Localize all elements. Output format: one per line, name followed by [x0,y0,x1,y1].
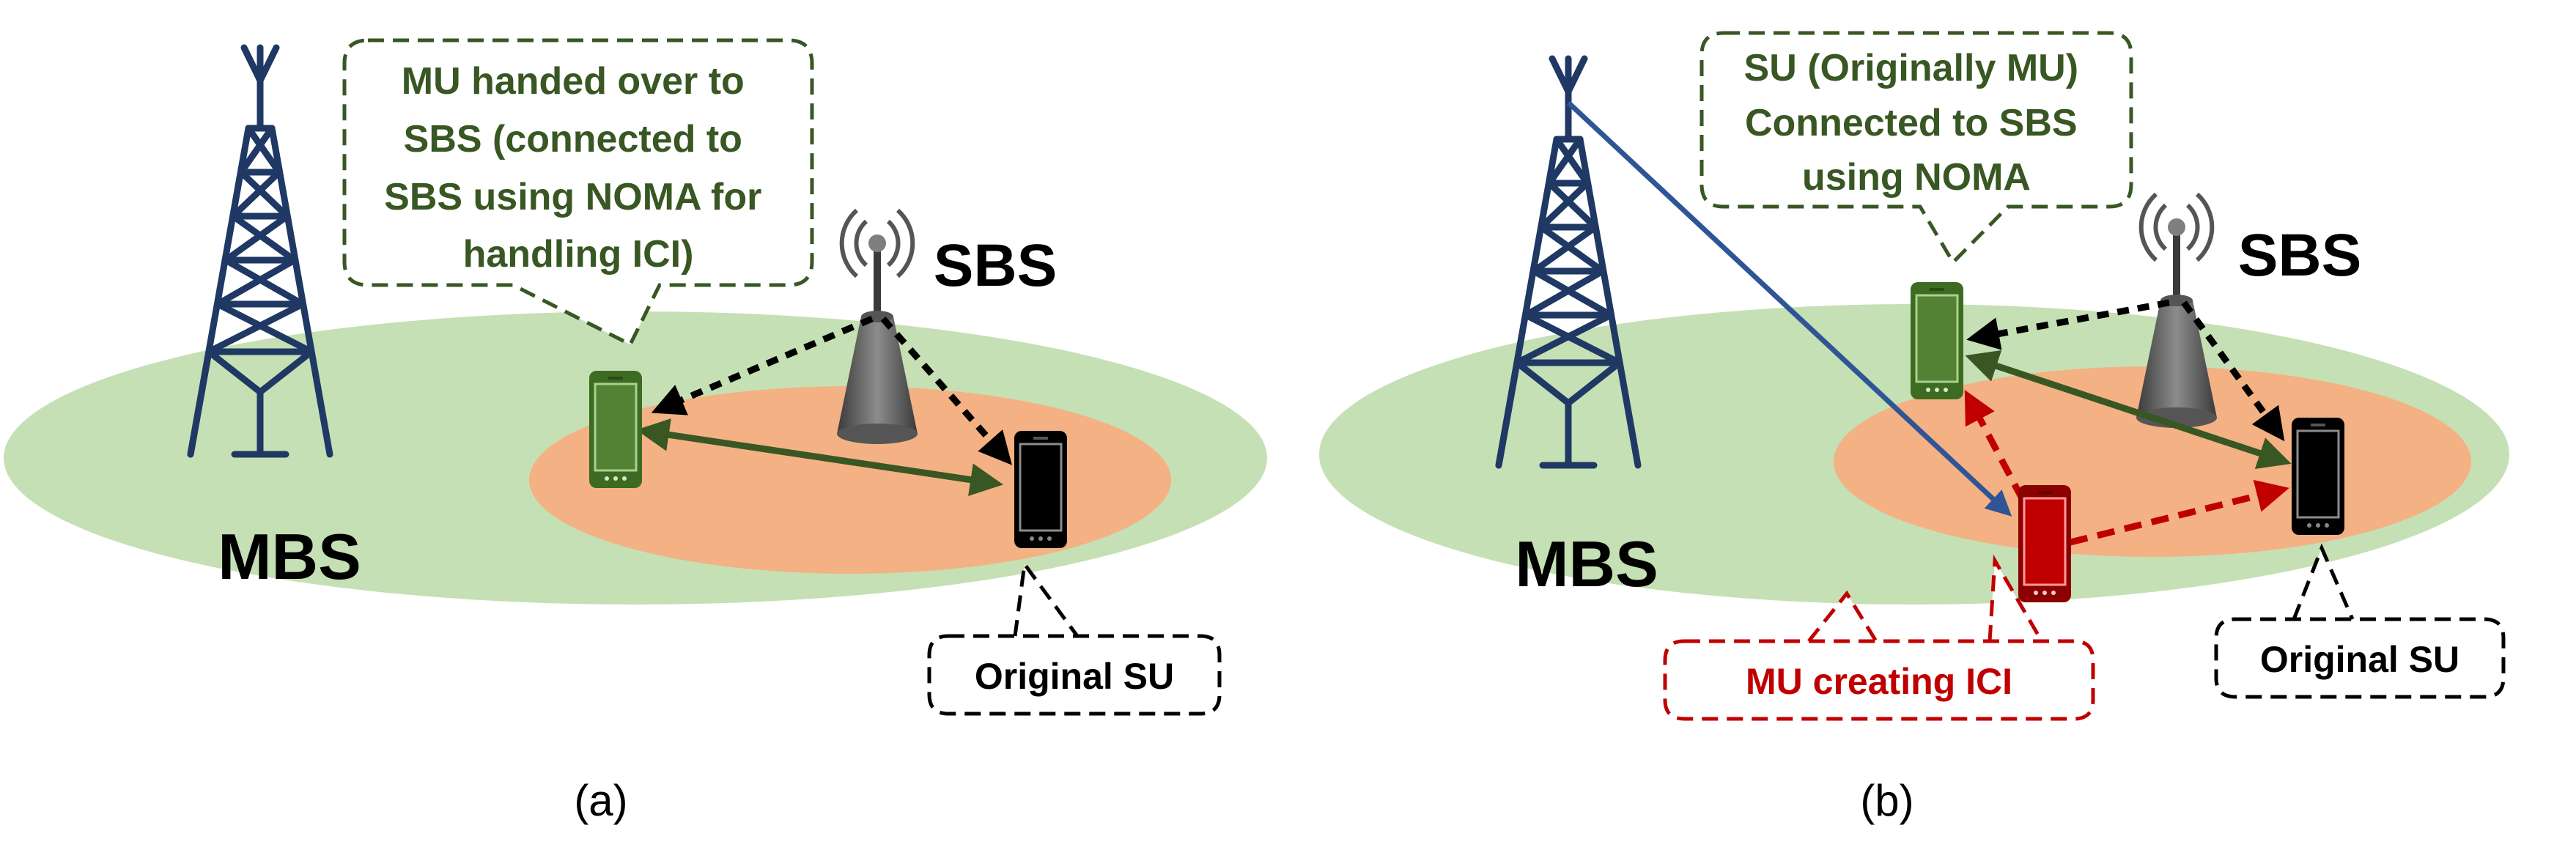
interference-mu-to-su [2069,479,2289,546]
link-sbs-to-su-orig-mu [1966,299,2170,350]
link-sbs-to-mu [651,315,874,415]
callout-su-bubble [2214,543,2506,699]
su-phone-icon [2290,416,2346,536]
callout-mu-line: SBS (connected to [404,118,742,160]
callout-su-bubble [927,559,1222,716]
callout-mu-ici-text: MU creating ICI [1746,661,2012,702]
su-phone-icon [1013,429,1069,550]
mu-ici-phone-icon [2017,484,2073,604]
link-mbs-to-mu [1566,100,2012,517]
callout-mu-bubble [342,38,814,347]
interference-mu-to-su-orig-mu [1964,390,2026,502]
link-mu-su [636,418,1003,496]
panel-caption: (a) [574,776,627,825]
panel-b: SU (Originally MU) Connected to SBS usin… [1319,31,2509,825]
mbs-label: MBS [1515,528,1658,600]
callout-mu-line: handling ICI) [463,233,694,276]
sbs-icon [2136,194,2217,428]
panel-caption: (b) [1860,776,1913,825]
callout-su-mu-line: using NOMA [1802,156,2031,199]
link-sbs-to-su [880,317,1012,465]
callout-mu-line: MU handed over to [402,60,745,103]
callout-su-mu-line: Connected to SBS [1745,102,2078,144]
link-su-orig-mu-to-su [1965,350,2292,470]
callout-mu-line: SBS using NOMA for [384,176,761,218]
mu-phone-icon [588,369,643,489]
sbs-label: SBS [2238,222,2362,289]
sbs-label: SBS [934,232,1058,299]
callout-su-text: Original SU [975,656,1174,697]
callout-su-mu-text: SU (Originally MU) Connected to SBS usin… [1744,47,2089,199]
callout-mu-text: MU handed over to SBS (connected to SBS … [384,60,772,276]
callout-su-mu-bubble [1700,31,2133,266]
callout-su-text: Original SU [2260,639,2459,680]
callout-su-mu-line: SU (Originally MU) [1744,47,2078,89]
callout-mu-ici-bubble [1663,554,2095,721]
mbs-label: MBS [218,520,361,593]
panel-a: MU handed over to SBS (connected to SBS … [4,38,1267,825]
su-orig-mu-phone-icon [1909,281,1965,401]
